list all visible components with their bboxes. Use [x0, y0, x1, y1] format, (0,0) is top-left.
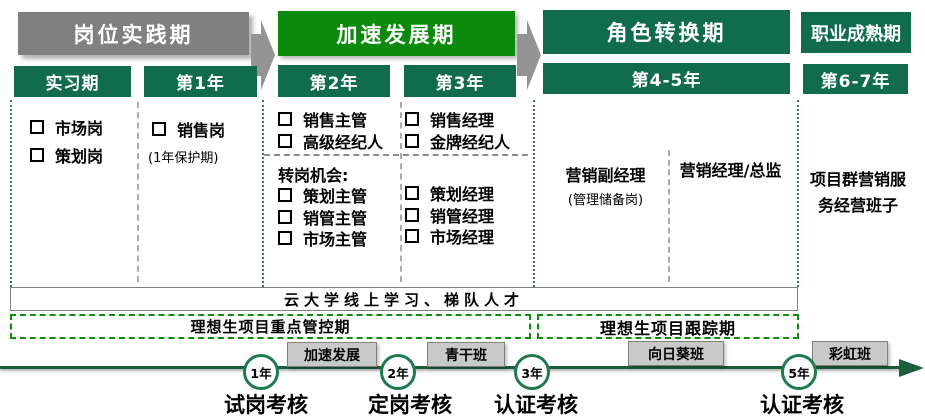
checkbox-icon — [405, 228, 419, 243]
checkbox-icon — [405, 185, 419, 200]
milestone-year2-circle: 2年 — [380, 354, 416, 390]
column-border — [797, 100, 799, 287]
assessment-label-confirm: 定岗考核 — [368, 393, 452, 416]
assessment-label-trial: 试岗考核 — [224, 393, 308, 416]
project-group-line2: 务经营班子 — [817, 196, 898, 215]
column-border — [533, 100, 535, 287]
column-border — [262, 100, 264, 287]
period-internship: 实习期 — [14, 66, 131, 97]
list-item: 市场经理 — [405, 227, 494, 247]
phase-maturity: 职业成熟期 — [801, 12, 911, 53]
item-label: 市场主管 — [303, 229, 368, 249]
checkbox-icon — [152, 121, 166, 136]
list-item: 金牌经纪人 — [405, 132, 510, 152]
right-arrow-icon — [251, 20, 275, 90]
cloud-university-band: 云大学线上学习、梯队人才 — [10, 287, 798, 311]
item-label: 策划岗 — [55, 146, 104, 166]
checkbox-icon — [278, 187, 292, 202]
manager-director-title: 营销经理/总监 — [679, 161, 782, 180]
period-year2: 第2年 — [278, 65, 390, 97]
row-divider — [264, 154, 528, 156]
period-year3: 第3年 — [404, 65, 516, 97]
period-year4-5: 第4-5年 — [543, 63, 790, 94]
list-item: 销管经理 — [405, 206, 494, 226]
item-label: 策划主管 — [303, 186, 368, 206]
protection-note: (1年保护期) — [148, 151, 219, 166]
phase-role-transition: 角色转换期 — [543, 10, 790, 54]
phase-acceleration: 加速发展期 — [278, 11, 515, 56]
item-label: 金牌经纪人 — [430, 132, 511, 152]
list-item: 销售主管 — [278, 110, 367, 130]
item-label: 销售主管 — [303, 110, 368, 130]
phase-practice: 岗位实践期 — [18, 12, 249, 55]
item-label: 销管经理 — [430, 206, 495, 226]
item-label: 市场经理 — [430, 227, 495, 247]
right-arrow-icon — [517, 20, 541, 90]
project-group-line1: 项目群营销服 — [809, 170, 906, 189]
checkbox-icon — [30, 147, 44, 162]
program-rainbow-class: 彩虹班 — [812, 341, 888, 366]
item-label: 市场岗 — [55, 118, 104, 138]
milestone-year1-circle: 1年 — [243, 354, 279, 390]
milestone-year5-circle: 5年 — [781, 354, 817, 390]
reserve-note: (管理储备岗) — [567, 193, 644, 208]
milestone-year3-circle: 3年 — [514, 354, 550, 390]
list-item: 市场主管 — [278, 229, 367, 249]
deputy-manager-title: 营销副经理 — [565, 166, 646, 185]
list-item: 高级经纪人 — [278, 132, 383, 152]
item-label: 高级经纪人 — [303, 132, 384, 152]
timeline-arrowhead-icon — [899, 359, 924, 377]
key-control-band: 理想生项目重点管控期 — [10, 314, 531, 339]
program-sunflower-class: 向日葵班 — [628, 341, 724, 366]
program-acceleration: 加速发展 — [287, 342, 377, 367]
list-item: 销管主管 — [278, 208, 367, 228]
checkbox-icon — [30, 119, 44, 134]
list-item: 销售岗 — [152, 120, 225, 140]
column-divider — [668, 150, 670, 282]
checkbox-icon — [405, 133, 419, 148]
column-border — [10, 100, 12, 287]
checkbox-icon — [278, 230, 292, 245]
timeline-axis — [0, 366, 902, 369]
list-item: 策划主管 — [278, 186, 367, 206]
list-item: 策划经理 — [405, 184, 494, 204]
checkbox-icon — [278, 209, 292, 224]
checkbox-icon — [405, 207, 419, 222]
item-label: 销售经理 — [430, 110, 495, 130]
transfer-heading: 转岗机会: — [278, 166, 349, 185]
item-label: 销管主管 — [303, 208, 368, 228]
column-divider — [400, 102, 402, 282]
assessment-label-certify1: 认证考核 — [494, 393, 578, 416]
item-label: 销售岗 — [177, 120, 226, 140]
list-item: 策划岗 — [30, 146, 103, 166]
list-item: 市场岗 — [30, 118, 103, 138]
assessment-label-certify2: 认证考核 — [760, 393, 844, 416]
tracking-band: 理想生项目跟踪期 — [537, 314, 799, 339]
checkbox-icon — [278, 133, 292, 148]
program-qinggan-class: 青干班 — [427, 342, 505, 367]
column-divider — [137, 102, 139, 282]
checkbox-icon — [278, 111, 292, 126]
period-year6-7: 第6-7年 — [803, 64, 908, 94]
period-year1: 第1年 — [144, 66, 257, 97]
list-item: 销售经理 — [405, 110, 494, 130]
checkbox-icon — [405, 111, 419, 126]
item-label: 策划经理 — [430, 184, 495, 204]
